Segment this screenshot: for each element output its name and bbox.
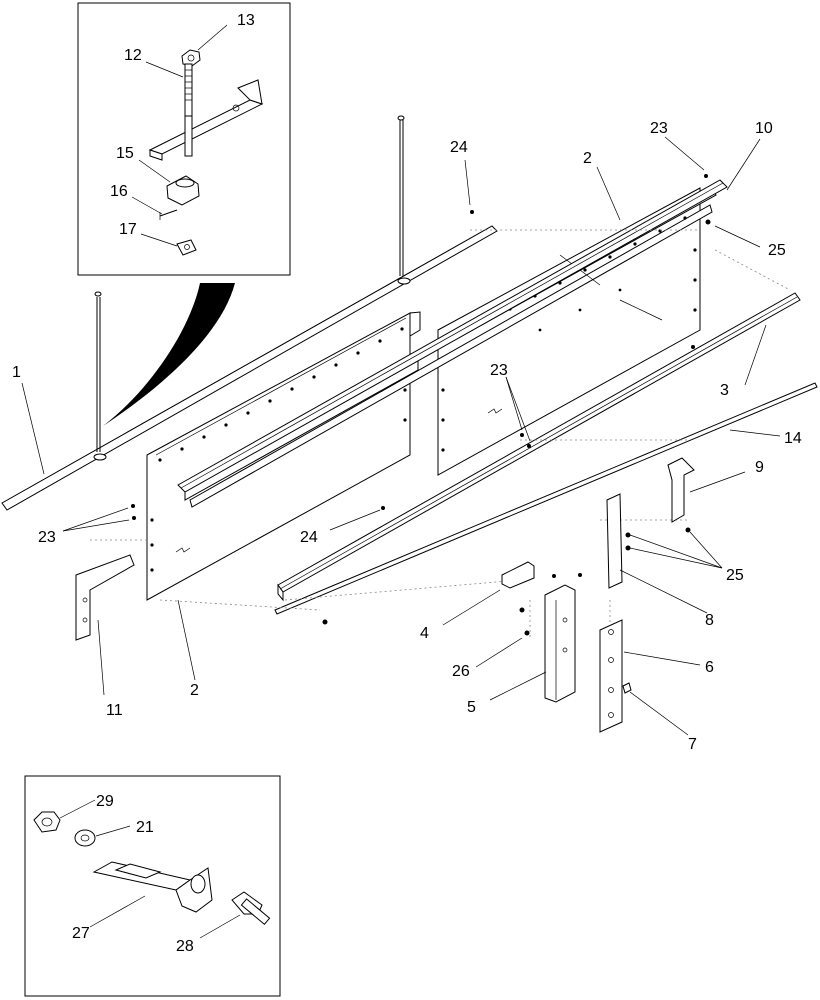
label-23-left: 23 xyxy=(38,529,56,546)
label-10: 10 xyxy=(755,120,773,137)
inset-callout-arrow xyxy=(103,283,235,426)
label-2-upper: 2 xyxy=(583,150,592,167)
label-21: 21 xyxy=(136,819,154,836)
label-27: 27 xyxy=(72,925,90,942)
plate-part-8 xyxy=(606,493,623,589)
inset-top: 13 12 15 16 17 xyxy=(77,2,291,276)
label-12: 12 xyxy=(124,47,142,64)
projection-lines xyxy=(90,229,791,640)
label-23-top: 23 xyxy=(650,120,668,137)
plate-part-6 xyxy=(599,619,623,733)
top-channel-part-10 xyxy=(177,179,728,493)
top-rail-part-1 xyxy=(1,115,498,511)
washer-part-21 xyxy=(74,829,96,847)
label-1: 1 xyxy=(12,364,21,381)
leader-lines xyxy=(21,136,781,736)
label-7: 7 xyxy=(688,736,697,753)
clip-part-17 xyxy=(176,239,197,256)
label-4: 4 xyxy=(420,625,429,642)
label-25-right: 25 xyxy=(726,567,744,584)
fasteners xyxy=(131,174,711,642)
label-13: 13 xyxy=(237,12,255,29)
angle-bracket xyxy=(148,79,264,161)
label-29: 29 xyxy=(96,793,114,810)
label-5: 5 xyxy=(467,699,476,716)
upright-part-5 xyxy=(544,584,576,703)
label-2-lower: 2 xyxy=(190,682,199,699)
bolt-part-28 xyxy=(231,891,271,926)
pin-part-16 xyxy=(159,209,178,220)
inset-bottom-frame xyxy=(24,775,281,997)
hex-nut-part-13 xyxy=(181,49,201,67)
label-25-top: 25 xyxy=(768,242,786,259)
lower-angle-part-3 xyxy=(277,292,801,602)
inset-top-frame xyxy=(77,2,291,276)
bracket-part-11 xyxy=(75,554,135,641)
bracket-part-9 xyxy=(667,457,695,523)
label-28: 28 xyxy=(176,938,194,955)
label-17: 17 xyxy=(119,221,137,238)
label-23-mid: 23 xyxy=(490,362,508,379)
label-15: 15 xyxy=(116,145,134,162)
label-6: 6 xyxy=(705,659,714,676)
flange-nut-part-29 xyxy=(33,811,61,833)
label-26: 26 xyxy=(452,663,470,680)
bolt-part-7 xyxy=(622,682,632,694)
label-8: 8 xyxy=(705,612,714,629)
label-9: 9 xyxy=(755,459,764,476)
main-assembly: 1 2 23 10 24 25 23 3 14 9 23 24 25 8 4 2… xyxy=(1,115,818,753)
strip-part-14 xyxy=(274,382,818,615)
label-3: 3 xyxy=(720,382,729,399)
label-24-mid: 24 xyxy=(300,529,318,546)
label-11: 11 xyxy=(106,702,123,719)
threaded-rod-part-12 xyxy=(184,63,193,117)
label-24-top: 24 xyxy=(450,139,468,156)
label-14: 14 xyxy=(784,430,802,447)
bracket-part-27 xyxy=(92,861,213,913)
inset-bottom: 29 21 27 28 xyxy=(24,775,281,997)
bracket-part-4 xyxy=(501,561,535,589)
knob-part-15 xyxy=(166,175,200,206)
label-16: 16 xyxy=(110,183,128,200)
